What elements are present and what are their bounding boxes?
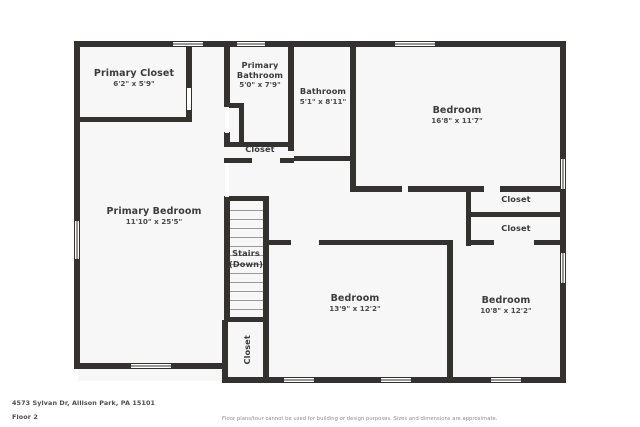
- wall-stairs-right: [263, 196, 269, 322]
- wall-closet-hall-bottom-right: [280, 158, 294, 163]
- window-bottom-bedroom-center-right: [380, 377, 412, 383]
- wall-between-bottom-bedrooms: [447, 240, 453, 383]
- window-right-bedroom-bottom: [560, 252, 566, 284]
- window-top-hall: [236, 41, 266, 47]
- wall-stairs-top: [224, 196, 269, 201]
- wall-bath-nook-vertical: [239, 103, 244, 145]
- property-address: 4573 Sylvan Dr, Allison Park, PA 15101: [12, 399, 156, 407]
- wall-closet-hall-top: [224, 142, 294, 147]
- area-bedroom-center: [263, 244, 449, 381]
- area-primary-bathroom: [228, 45, 292, 155]
- wall-hall-right-upper: [224, 41, 230, 99]
- exterior-wall-jog-vertical: [222, 320, 228, 383]
- area-bedroom-right: [449, 244, 562, 381]
- wall-stairs-left: [224, 200, 230, 322]
- door-hall-lower: [225, 163, 229, 197]
- wall-between-bathrooms: [288, 41, 294, 151]
- wall-bath-nook-horizontal: [228, 103, 244, 108]
- door-primary-bathroom: [225, 107, 229, 133]
- wall-closet-stairs-right: [263, 322, 269, 383]
- wall-closet-right-bottom-2: [534, 240, 566, 245]
- wall-bedroom-top-right-bottom-2: [408, 186, 484, 192]
- stairs-treads: [230, 201, 263, 317]
- window-top-primary-closet: [172, 41, 204, 47]
- window-top-bedroom: [394, 41, 436, 47]
- wall-hall-right-lower: [224, 132, 230, 146]
- wall-bedroom-top-right-bottom: [350, 186, 402, 192]
- wall-hall-right-mid: [224, 99, 230, 107]
- wall-bedroom-center-top: [259, 240, 291, 245]
- wall-stairs-bottom: [224, 317, 269, 322]
- wall-closet-hall-bottom: [224, 158, 252, 163]
- door-primary-closet: [187, 88, 191, 110]
- footer: 4573 Sylvan Dr, Allison Park, PA 15101 F…: [0, 390, 640, 427]
- wall-closet-right-bottom: [466, 240, 494, 245]
- window-bottom-primary-bedroom: [130, 363, 172, 369]
- wall-primary-closet-right-lower: [186, 103, 192, 121]
- area-closet-right-lower: [468, 216, 562, 244]
- floor-plan-canvas: Primary Closet 6'2" x 5'9" Primary Bathr…: [0, 0, 640, 390]
- wall-bedroom-center-top-2: [319, 240, 453, 245]
- wall-closet-right-divider: [466, 212, 566, 217]
- wall-bedroom-top-right-bottom-3: [500, 186, 566, 192]
- window-right-bedroom-top: [560, 158, 566, 190]
- wall-closet-right-left: [466, 188, 471, 246]
- floor-label: Floor 2: [12, 413, 38, 421]
- exterior-wall-top: [74, 41, 566, 47]
- window-left-primary-bedroom: [74, 220, 80, 260]
- wall-primary-closet-right: [186, 41, 192, 121]
- wall-bedroom-top-right-left: [350, 41, 356, 192]
- wall-hall-top-right: [294, 156, 354, 161]
- exterior-wall-left: [74, 41, 80, 369]
- window-bottom-bedroom-center-left: [283, 377, 315, 383]
- disclaimer-text: Floor plans/tour cannot be used for buil…: [222, 416, 498, 422]
- wall-primary-closet-bottom: [74, 117, 192, 122]
- area-closet-right-upper: [468, 190, 562, 216]
- area-bathroom: [292, 45, 354, 155]
- window-bottom-bedroom-right: [490, 377, 522, 383]
- area-closet-stairs-lower: [228, 320, 268, 381]
